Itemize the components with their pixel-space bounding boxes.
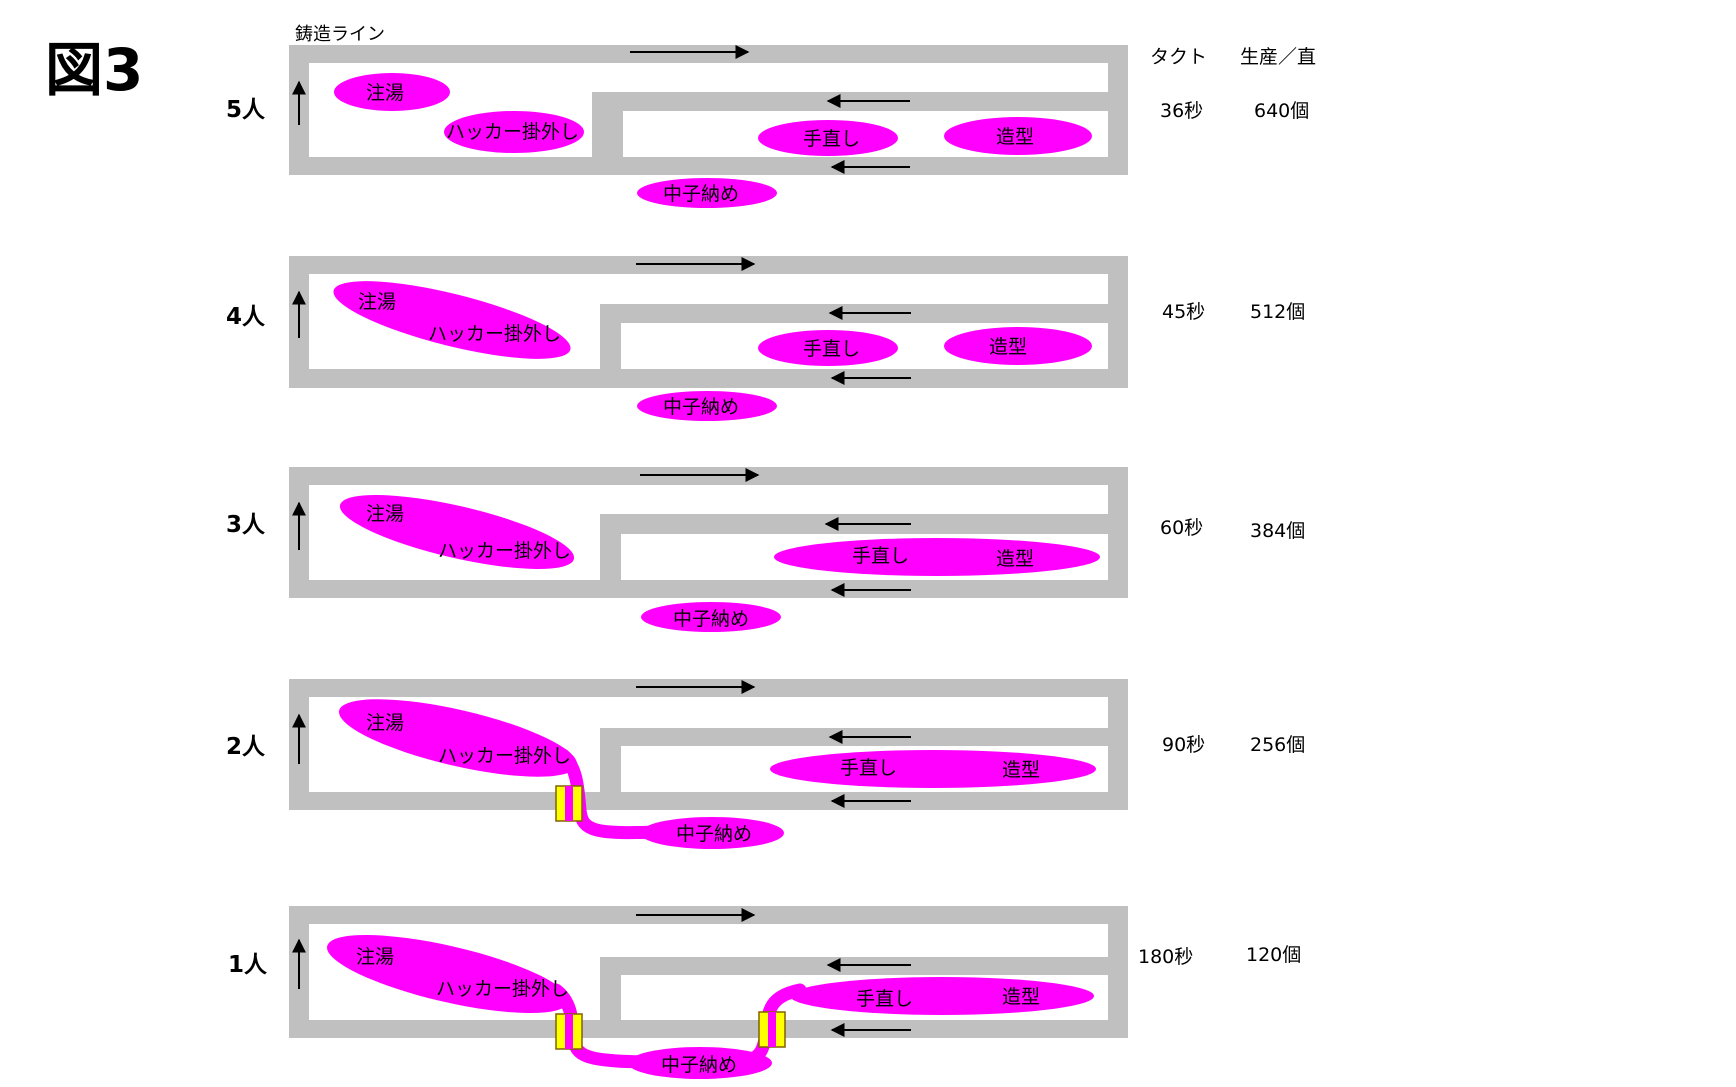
label-hook: ハッカー掛外し	[446, 121, 579, 143]
worker-count: 2人	[226, 734, 266, 760]
zone-core	[637, 391, 777, 421]
label-fix: 手直し	[803, 128, 860, 150]
casting-line-track	[289, 256, 1128, 388]
worker-count: 5人	[226, 97, 266, 123]
label-pour: 注湯	[358, 291, 396, 313]
label-mold: 造型	[1002, 986, 1040, 1008]
zone-core	[641, 602, 781, 632]
layout-2-workers: 注湯 ハッカー掛外し 手直し 造型 中子納め 2人 90秒 256個	[226, 679, 1305, 849]
label-mold: 造型	[996, 126, 1034, 148]
zone-fix-mold	[774, 538, 1100, 576]
label-core: 中子納め	[663, 183, 739, 205]
zone-core	[628, 1047, 772, 1079]
layout-1-worker: 注湯 ハッカー掛外し 手直し 造型 中子納め 1人 180秒 120個	[228, 906, 1301, 1079]
takt-value: 36秒	[1160, 100, 1203, 122]
layout-5-workers: 注湯 ハッカー掛外し 手直し 造型 中子納め 5人 36秒 640個	[226, 45, 1309, 208]
casting-line-track	[289, 906, 1128, 1038]
figure-title: 図3	[45, 36, 143, 104]
label-pour: 注湯	[366, 712, 404, 734]
takt-value: 180秒	[1138, 946, 1193, 968]
zone-pour-hook	[333, 281, 571, 359]
label-hook: ハッカー掛外し	[438, 745, 571, 767]
header-production: 生産／直	[1240, 46, 1316, 68]
label-hook: ハッカー掛外し	[436, 978, 569, 1000]
production-value: 640個	[1254, 100, 1309, 122]
worker-count: 3人	[226, 512, 266, 538]
zone-pour-hook	[339, 494, 575, 570]
production-value: 512個	[1250, 301, 1305, 323]
label-core: 中子納め	[661, 1054, 737, 1076]
zone-fix-mold	[770, 750, 1096, 788]
layout-3-workers: 注湯 ハッカー掛外し 手直し 造型 中子納め 3人 60秒 384個	[226, 467, 1305, 632]
zone-fix-mold	[790, 977, 1094, 1015]
zone-pour-hook	[338, 699, 578, 777]
zone-core	[640, 817, 784, 849]
line-label: 鋳造ライン	[295, 24, 385, 45]
label-fix: 手直し	[856, 988, 913, 1010]
label-hook: ハッカー掛外し	[428, 323, 561, 345]
takt-value: 90秒	[1162, 734, 1205, 756]
zone-fix	[758, 330, 898, 366]
label-pour: 注湯	[356, 946, 394, 968]
zone-hook	[444, 111, 584, 153]
label-core: 中子納め	[673, 608, 749, 630]
production-value: 120個	[1246, 944, 1301, 966]
label-mold: 造型	[996, 548, 1034, 570]
layout-4-workers: 注湯 ハッカー掛外し 手直し 造型 中子納め 4人 45秒 512個	[226, 256, 1305, 421]
zone-core	[637, 178, 777, 208]
label-hook: ハッカー掛外し	[438, 540, 571, 562]
zone-pour-hook	[327, 934, 569, 1014]
label-core: 中子納め	[676, 823, 752, 845]
label-mold: 造型	[1002, 759, 1040, 781]
zone-fix	[758, 120, 898, 156]
worker-count: 4人	[226, 304, 266, 330]
takt-value: 45秒	[1162, 301, 1205, 323]
production-value: 256個	[1250, 734, 1305, 756]
label-pour: 注湯	[366, 503, 404, 525]
label-mold: 造型	[989, 336, 1027, 358]
worker-count: 1人	[228, 952, 268, 978]
zone-mold	[944, 327, 1092, 365]
casting-line-track	[289, 679, 1128, 810]
zone-pour	[334, 73, 450, 111]
label-core: 中子納め	[663, 396, 739, 418]
label-fix: 手直し	[840, 757, 897, 779]
casting-line-track	[289, 45, 1128, 175]
production-value: 384個	[1250, 520, 1305, 542]
header-takt: タクト	[1150, 46, 1207, 68]
label-fix: 手直し	[852, 545, 909, 567]
label-pour: 注湯	[366, 82, 404, 104]
label-fix: 手直し	[803, 338, 860, 360]
zone-mold	[944, 117, 1092, 155]
casting-line-track	[289, 467, 1128, 598]
takt-value: 60秒	[1160, 517, 1203, 539]
